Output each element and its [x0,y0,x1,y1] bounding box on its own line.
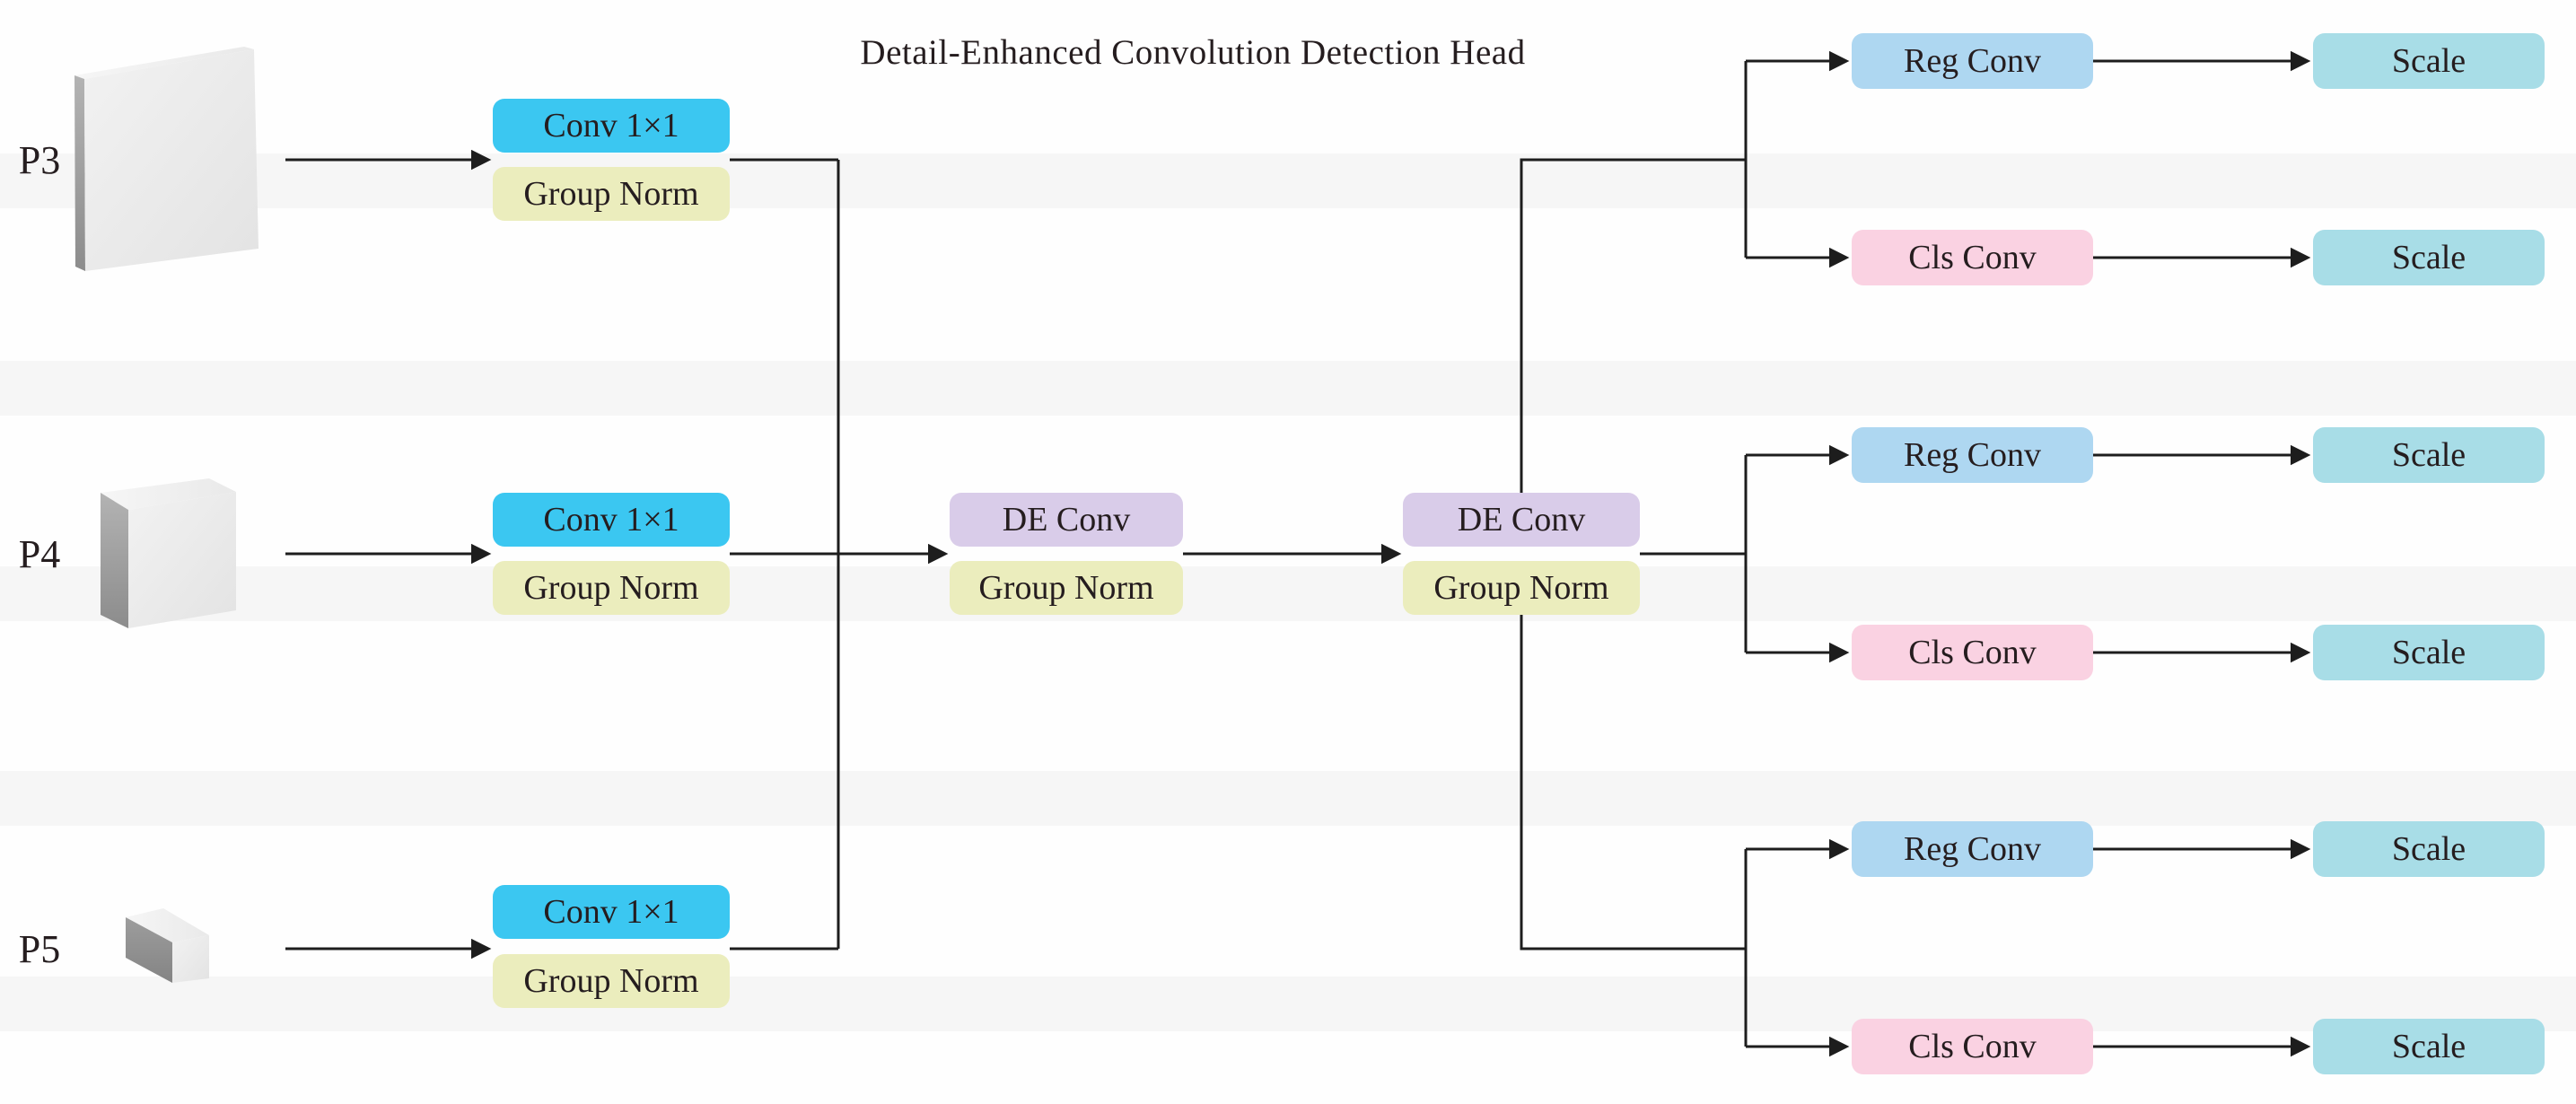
p4-slab-front-face [128,492,236,628]
cls-conv-box-3: Cls Conv [1852,1019,2093,1074]
scale-box-cls-1: Scale [2313,230,2545,285]
p3-feature-map [74,47,258,271]
scale-box-cls-2: Scale [2313,625,2545,680]
p5-slab-front-face [126,917,172,983]
reg-conv-box-3: Reg Conv [1852,821,2093,877]
input-label-p5: P5 [18,926,61,971]
group-norm-box-de1: Group Norm [950,561,1183,615]
p3-slab-top-face [74,47,254,79]
diagram-title: Detail-Enhanced Convolution Detection He… [860,33,1526,72]
p3-slab-front-face [84,49,258,271]
background-band [0,771,2576,826]
p4-feature-map [101,478,236,628]
deconv2-out-up [1520,158,1747,493]
p4-slab-side-face [101,493,128,628]
background-band [0,153,2576,208]
reg-conv-box-1: Reg Conv [1852,33,2093,89]
cls-conv-box-1: Cls Conv [1852,230,2093,285]
p5-feature-map [126,908,209,983]
de-conv-box-2: DE Conv [1403,493,1640,547]
group-norm-box-p4: Group Norm [493,561,730,615]
background-band [0,977,2576,1031]
input-label-p3: P3 [18,137,61,182]
deconv2-out-down [1520,615,1747,951]
scale-box-reg-2: Scale [2313,427,2545,483]
scale-box-reg-1: Scale [2313,33,2545,89]
reg-conv-box-2: Reg Conv [1852,427,2093,483]
background-band [0,361,2576,416]
p4-slab-top-face [101,478,236,510]
p3-slab-side-face [74,75,85,271]
scale-box-cls-3: Scale [2313,1019,2545,1074]
cls-conv-box-2: Cls Conv [1852,625,2093,680]
p5-slab-right-face [172,935,209,983]
background-band [0,566,2576,621]
group-norm-box-p5: Group Norm [493,954,730,1008]
p5-slab-top-face [126,908,209,942]
input-label-p4: P4 [18,531,61,576]
conv1x1-box-p4: Conv 1×1 [493,493,730,547]
scale-box-reg-3: Scale [2313,821,2545,877]
group-norm-box-p3: Group Norm [493,167,730,221]
conv1x1-box-p5: Conv 1×1 [493,885,730,939]
conv1x1-box-p3: Conv 1×1 [493,99,730,153]
group-norm-box-de2: Group Norm [1403,561,1640,615]
de-conv-box-1: DE Conv [950,493,1183,547]
